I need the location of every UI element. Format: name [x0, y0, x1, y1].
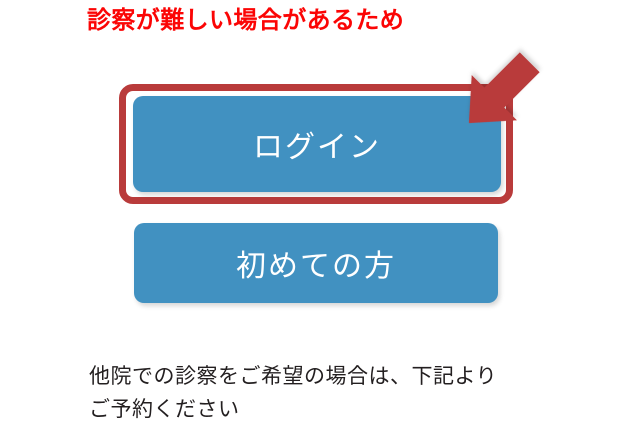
- footnote-line-1: 他院での診察をご希望の場合は、下記より: [89, 365, 498, 388]
- login-button-label: ログイン: [253, 131, 381, 164]
- first-time-button-label: 初めての方: [236, 250, 396, 283]
- notice-headline: 診察が難しい場合があるため: [87, 7, 405, 34]
- footnote-text: 他院での診察をご希望の場合は、下記より ご予約ください: [89, 361, 559, 426]
- login-button[interactable]: ログイン: [133, 96, 501, 192]
- footnote-line-2: ご予約ください: [89, 397, 240, 421]
- first-time-button[interactable]: 初めての方: [134, 223, 498, 303]
